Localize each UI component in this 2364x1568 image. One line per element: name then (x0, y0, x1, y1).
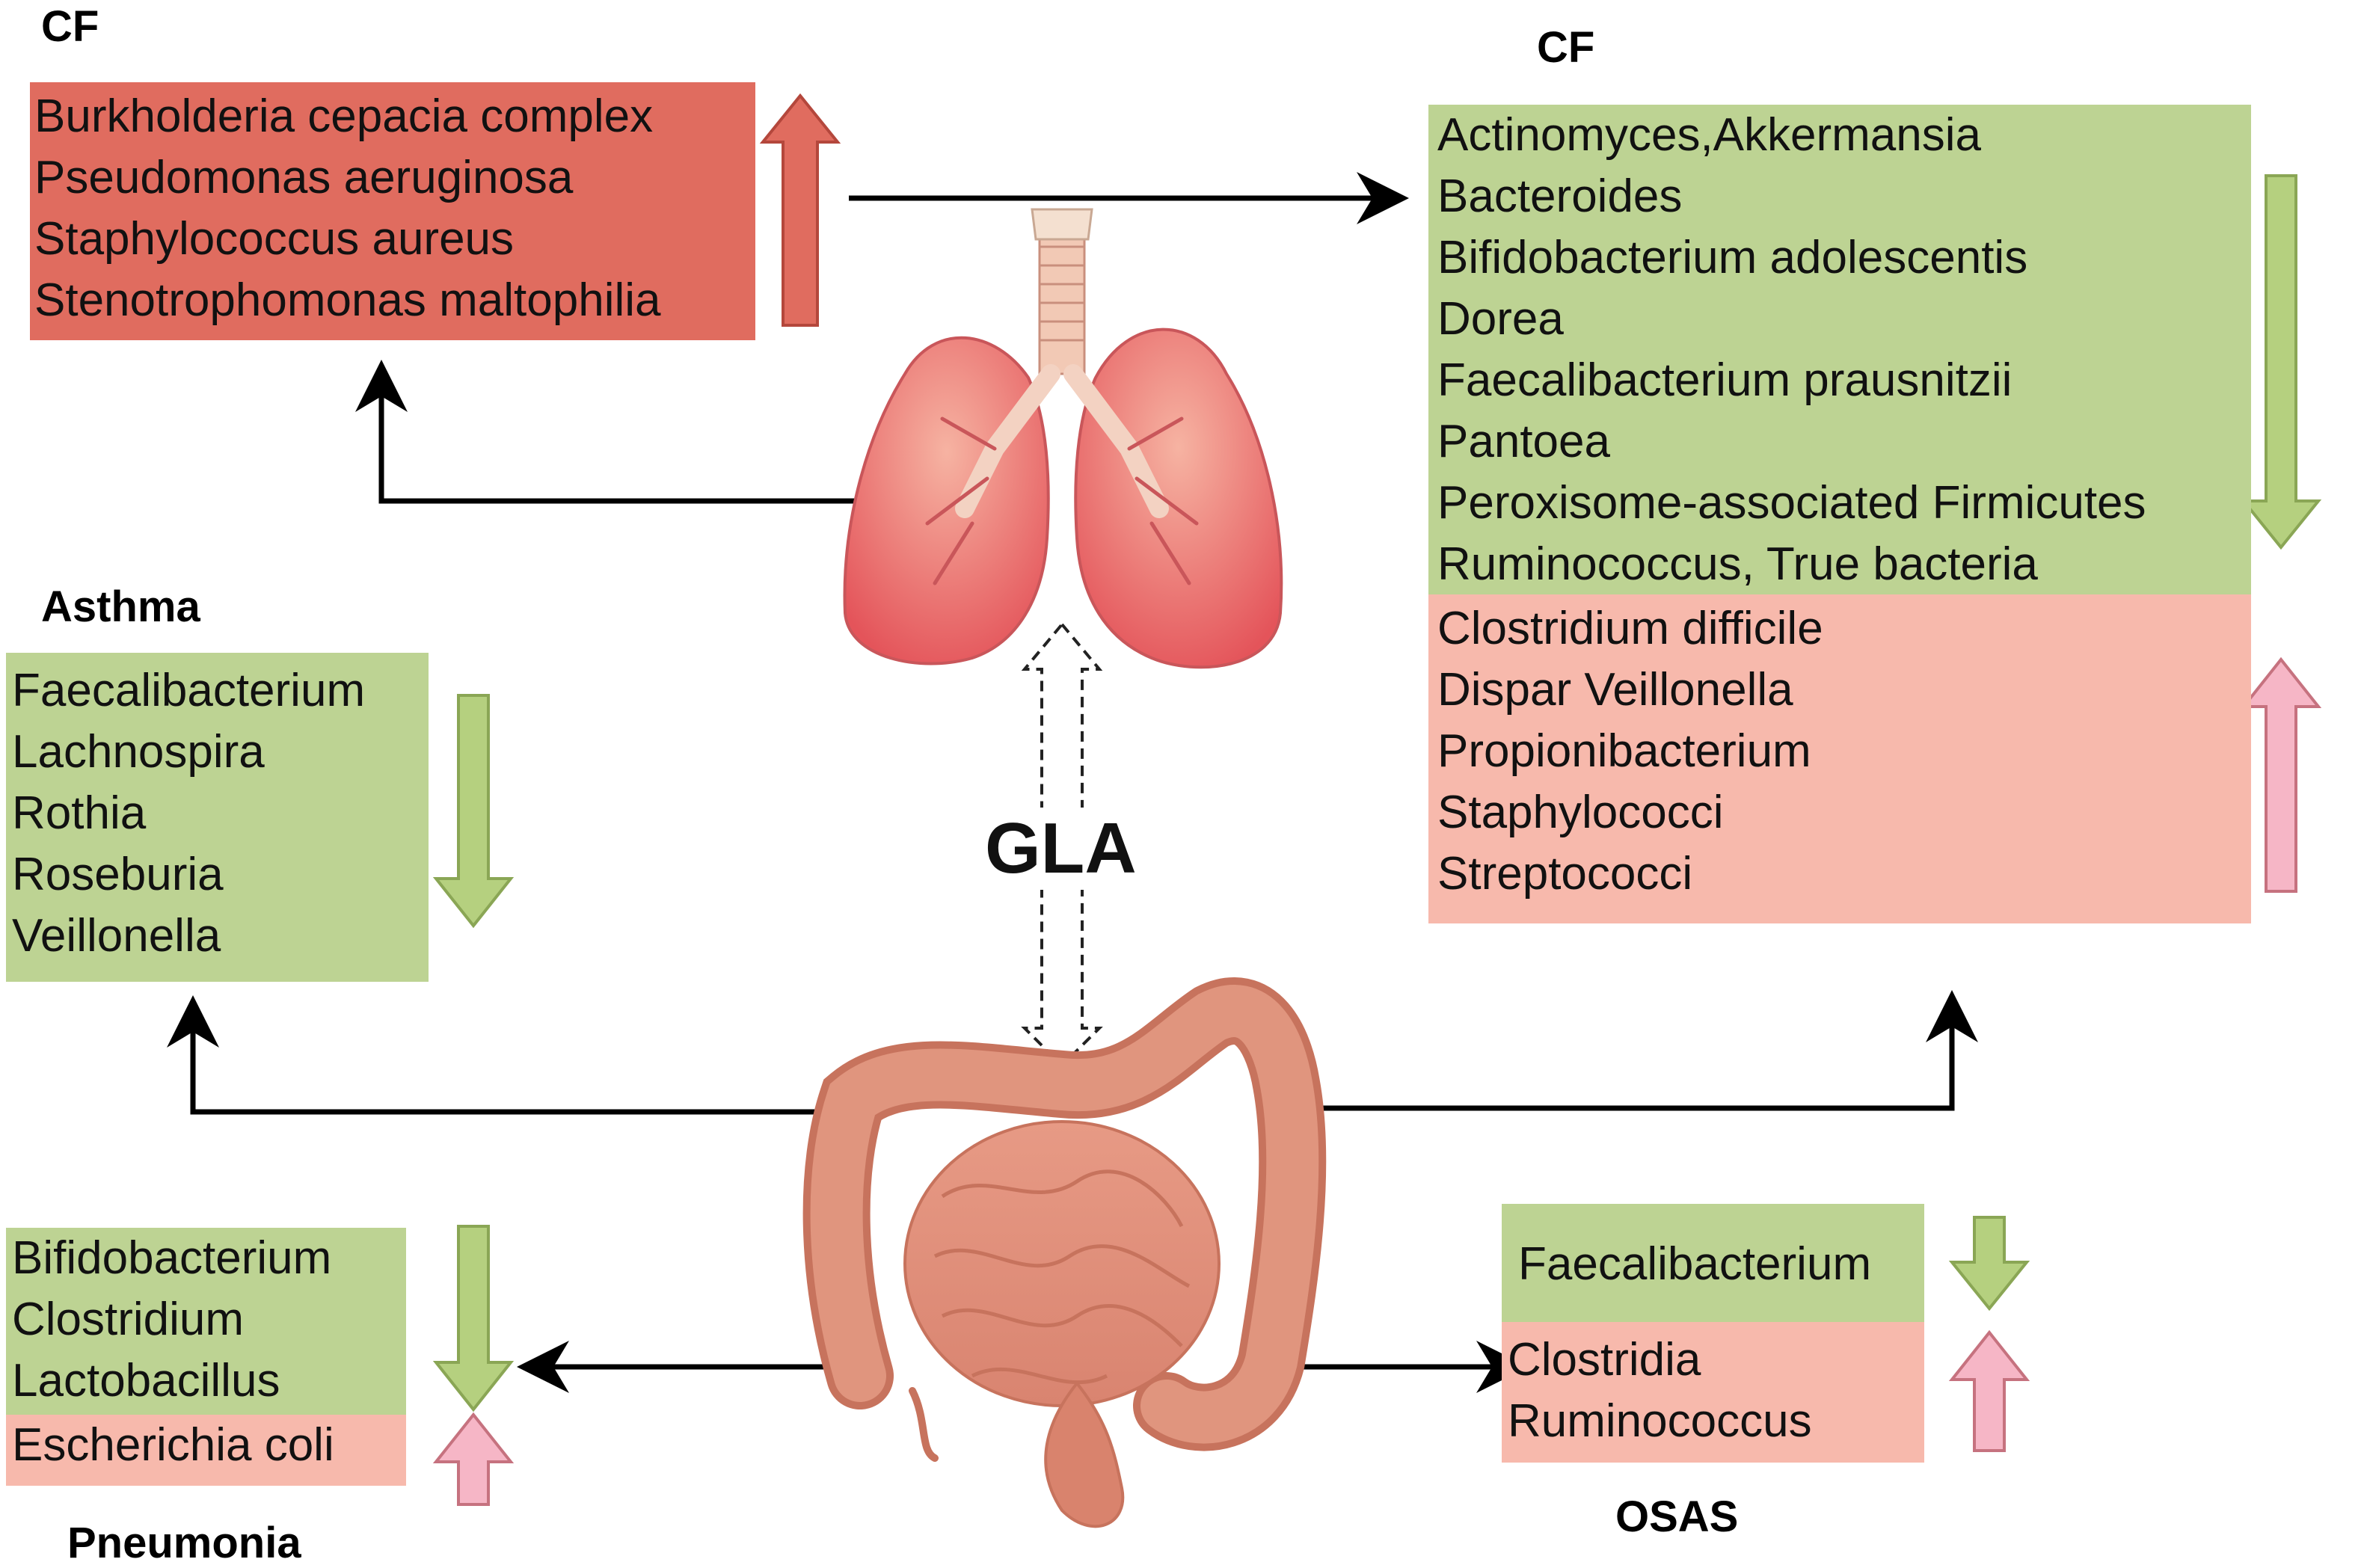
list-item: Pseudomonas aeruginosa (34, 152, 574, 203)
list-item: Escherichia coli (12, 1419, 334, 1471)
list-item: Bacteroides (1437, 170, 1683, 222)
list-item: Staphylococcus aureus (34, 213, 515, 265)
list-item: Bifidobacterium (12, 1232, 332, 1284)
arrow-gut-to-cf-right (1294, 990, 1978, 1111)
list-item: Faecalibacterium (12, 665, 366, 716)
cf-lung-title: CF (41, 2, 99, 51)
arrow-gut-to-asthma (167, 995, 845, 1115)
cf-gut-increased-box: Clostridium difficile Dispar Veillonella… (1428, 594, 2251, 923)
list-item: Lachnospira (12, 726, 265, 778)
list-item: Peroxisome-associated Firmicutes (1437, 477, 2146, 529)
decrease-arrow-cf-right (2240, 174, 2322, 550)
list-item: Propionibacterium (1437, 725, 1811, 777)
list-item: Faecalibacterium (1518, 1238, 1872, 1290)
list-item: Ruminococcus (1508, 1395, 1812, 1447)
list-item: Actinomyces,Akkermansia (1437, 109, 1982, 161)
gla-label: GLA (982, 808, 1140, 890)
list-item: Lactobacillus (12, 1355, 280, 1406)
list-item: Staphylococci (1437, 787, 1724, 838)
list-item: Streptococci (1437, 848, 1693, 900)
pneumonia-decreased-box: Bifidobacterium Clostridium Lactobacillu… (6, 1228, 406, 1415)
decrease-arrow-osas (1948, 1216, 2030, 1312)
list-item: Ruminococcus, True bacteria (1437, 538, 2038, 590)
list-item: Clostridium difficile (1437, 603, 1823, 654)
list-item: Dispar Veillonella (1437, 664, 1793, 716)
list-item: Veillonella (12, 910, 221, 962)
asthma-decreased-box: Faecalibacterium Lachnospira Rothia Rose… (6, 653, 429, 982)
list-item: Clostridia (1508, 1334, 1701, 1386)
list-item: Faecalibacterium prausnitzii (1437, 354, 2013, 406)
osas-title: OSAS (1615, 1492, 1739, 1541)
cf-lung-increased-box: Burkholderia cepacia complex Pseudomonas… (30, 82, 755, 340)
asthma-title: Asthma (41, 582, 200, 631)
increase-arrow-cf-left (759, 93, 841, 327)
list-item: Stenotrophomonas maltophilia (34, 274, 661, 326)
list-item: Dorea (1437, 293, 1564, 345)
list-item: Clostridium (12, 1294, 245, 1345)
cf-gut-title: CF (1537, 23, 1595, 72)
increase-arrow-pneumonia (432, 1412, 515, 1506)
pneumonia-increased-box: Escherichia coli (6, 1415, 406, 1486)
list-item: Pantoea (1437, 416, 1610, 467)
intestine-illustration (802, 977, 1327, 1528)
cf-gut-decreased-box: Actinomyces,Akkermansia Bacteroides Bifi… (1428, 105, 2251, 594)
decrease-arrow-asthma (432, 694, 515, 929)
decrease-arrow-pneumonia (432, 1225, 515, 1412)
list-item: Burkholderia cepacia complex (34, 90, 654, 142)
list-item: Bifidobacterium adolescentis (1437, 232, 2028, 283)
pneumonia-title: Pneumonia (67, 1519, 301, 1567)
lungs-illustration (843, 208, 1283, 669)
arrow-lung-to-cf-left (355, 360, 871, 504)
increase-arrow-osas (1948, 1329, 2030, 1452)
list-item: Roseburia (12, 849, 224, 900)
osas-increased-box: Clostridia Ruminococcus (1502, 1322, 1924, 1463)
osas-decreased-box: Faecalibacterium (1502, 1204, 1924, 1322)
list-item: Rothia (12, 787, 147, 839)
increase-arrow-cf-right (2240, 657, 2322, 893)
